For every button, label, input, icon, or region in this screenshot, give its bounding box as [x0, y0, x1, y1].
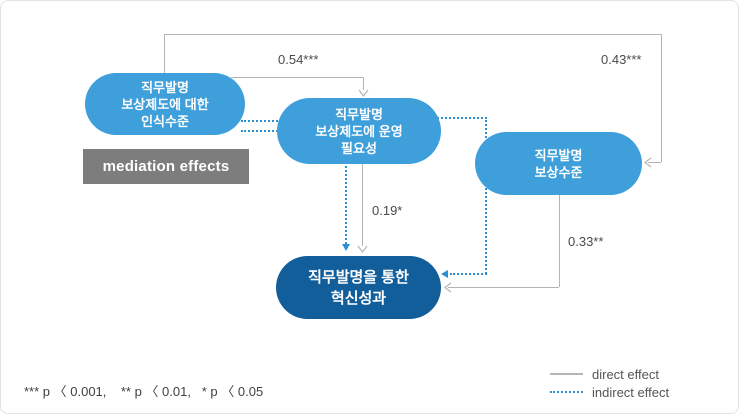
- indirect-path-segment: [437, 117, 487, 119]
- direct-path-segment: [661, 34, 662, 162]
- node-label-line: 혁신성과: [330, 289, 387, 307]
- mediation-effects-badge: mediation effects: [83, 149, 249, 184]
- coefficient-necessity-outcome: 0.19*: [372, 203, 403, 218]
- coefficient-perception-compensation: 0.43***: [601, 52, 642, 67]
- node-label-line: 보상수준: [534, 164, 583, 180]
- node-label-line: 보상제도에 운영: [315, 123, 403, 139]
- indirect-path-segment: [485, 117, 487, 274]
- indirect-path-segment: [345, 161, 347, 244]
- direct-path-segment: [231, 77, 363, 78]
- node-compensation: 직무발명 보상수준: [475, 132, 642, 195]
- indirect-path-segment: [241, 130, 281, 132]
- node-label-line: 직무발명: [534, 147, 583, 163]
- legend: direct effect indirect effect: [550, 365, 669, 401]
- indirect-path-segment: [450, 273, 487, 275]
- indirect-arrowhead-left-icon: [441, 270, 448, 278]
- indirect-path-segment: [241, 120, 281, 122]
- legend-indirect-label: indirect effect: [592, 384, 670, 400]
- legend-direct-line-sample: [550, 373, 583, 375]
- coefficient-perception-necessity: 0.54***: [278, 52, 319, 67]
- node-label-line: 보상제도에 대한: [121, 96, 209, 112]
- legend-indirect-row: indirect effect: [550, 383, 669, 401]
- indirect-arrowhead-down-icon: [342, 244, 350, 251]
- direct-path-segment: [448, 287, 559, 288]
- significance-footnote: *** p 〈 0.001, ** p 〈 0.01, * p 〈 0.05: [24, 384, 264, 399]
- node-label-line: 인식수준: [141, 113, 189, 129]
- node-necessity: 직무발명 보상제도에 운영 필요성: [277, 98, 441, 164]
- direct-arrowhead-down-icon: [357, 245, 368, 253]
- node-label-line: 필요성: [341, 140, 377, 156]
- node-label-line: 직무발명을 통한: [308, 268, 409, 286]
- mediation-effects-label: mediation effects: [102, 158, 230, 175]
- direct-arrowhead-down-icon: [358, 89, 369, 97]
- direct-path-segment: [363, 77, 364, 90]
- legend-indirect-line-sample: [550, 391, 583, 393]
- node-perception: 직무발명 보상제도에 대한 인식수준: [85, 73, 245, 135]
- direct-path-segment: [559, 194, 560, 287]
- direct-path-segment: [362, 161, 363, 246]
- node-label-line: 직무발명: [141, 79, 189, 95]
- legend-direct-row: direct effect: [550, 365, 669, 383]
- direct-path-segment: [164, 34, 165, 76]
- node-outcome: 직무발명을 통한 혁신성과: [276, 256, 441, 319]
- coefficient-compensation-outcome: 0.33**: [568, 234, 604, 249]
- direct-path-segment: [164, 34, 661, 35]
- node-label-line: 직무발명: [335, 106, 383, 122]
- legend-direct-label: direct effect: [592, 366, 659, 382]
- direct-arrowhead-left-icon: [644, 157, 652, 168]
- direct-arrowhead-left-icon: [444, 282, 452, 293]
- direct-path-segment: [648, 162, 661, 163]
